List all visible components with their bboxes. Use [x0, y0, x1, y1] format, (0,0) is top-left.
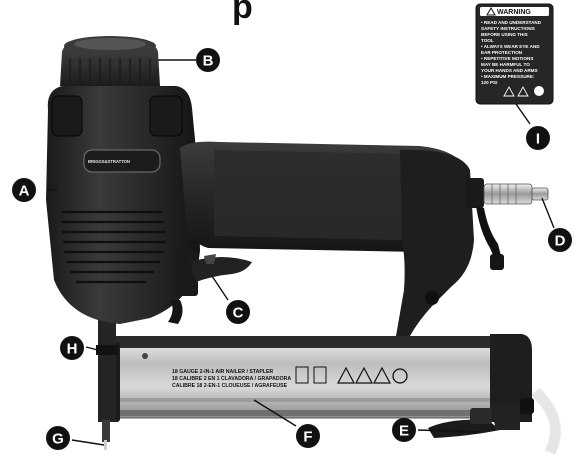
- warning-line-6: EAR PROTECTION: [481, 50, 523, 55]
- callout-a: A: [12, 178, 36, 202]
- trigger: [168, 250, 252, 324]
- warning-triangle-icon: [503, 86, 515, 97]
- callout-h-label: H: [67, 341, 78, 358]
- certification-icon: [392, 368, 408, 384]
- callout-b-label: B: [203, 53, 214, 70]
- callout-c: C: [226, 300, 250, 324]
- callout-d: D: [548, 228, 572, 252]
- callout-e-label: E: [399, 423, 409, 440]
- callout-i-label: I: [536, 131, 540, 148]
- warning-line-2: SAFETY INSTRUCTIONS: [481, 26, 535, 31]
- magazine-label-line-3: CALIBRE 18 2-EN-1 CLOUEUSE / AGRAFEUSE: [172, 383, 288, 389]
- warning-triangle-icon: [355, 366, 373, 384]
- warning-label: WARNING • READ AND UNDERSTAND SAFETY INS…: [475, 3, 554, 105]
- warning-heading: WARNING: [497, 9, 531, 16]
- callout-i: I: [526, 126, 550, 150]
- callout-c-label: C: [233, 305, 244, 322]
- air-fitting: [466, 178, 549, 270]
- certification-icon: [534, 86, 544, 96]
- title-fragment: p: [232, 0, 253, 26]
- warning-line-10: • MAXIMUM PRESSURE:: [481, 74, 535, 79]
- warning-line-7: • REPETITIVE MOTIONS: [481, 56, 533, 61]
- warning-line-1: • READ AND UNDERSTAND: [481, 20, 542, 25]
- callout-e: E: [392, 418, 416, 442]
- magazine: [98, 334, 534, 422]
- warning-triangle-icon: [373, 366, 391, 384]
- warning-line-4: TOOL: [481, 38, 494, 43]
- tool-body: BRIGGS&STRATTON: [46, 86, 200, 324]
- warning-triangle-icon: [486, 6, 496, 16]
- magazine-latch: [428, 404, 520, 438]
- magazine-label-line-1: 18 GAUGE 2-IN-1 AIR NAILER / STAPLER: [172, 369, 273, 375]
- callout-g-label: G: [52, 431, 64, 448]
- exhaust-cap: [60, 36, 160, 86]
- handle-grip: [180, 141, 474, 336]
- watermark-mark: [530, 388, 561, 455]
- warning-line-9: YOUR HANDS AND ARMS: [481, 68, 538, 73]
- warning-line-5: • ALWAYS WEAR EYE AND: [481, 44, 540, 49]
- brand-logo-text: BRIGGS&STRATTON: [88, 159, 130, 164]
- callout-g: G: [46, 426, 70, 450]
- warning-triangle-icon: [337, 366, 355, 384]
- callout-h: H: [60, 336, 84, 360]
- callout-a-label: A: [19, 183, 30, 200]
- warning-triangle-icon: [517, 86, 529, 97]
- callout-d-label: D: [555, 233, 566, 250]
- callout-f: F: [296, 424, 320, 448]
- callout-f-label: F: [303, 429, 312, 446]
- warning-line-3: BEFORE USING THIS: [481, 32, 528, 37]
- callout-b: B: [196, 48, 220, 72]
- warning-line-11: 120 PSI: [481, 80, 497, 85]
- nosepiece: [96, 310, 118, 450]
- warning-line-8: MAY BE HARMFUL TO: [481, 62, 530, 67]
- magazine-label: 18 GAUGE 2-IN-1 AIR NAILER / STAPLER 18 …: [172, 366, 408, 389]
- leader-lines: [48, 59, 555, 446]
- magazine-label-line-2: 18 CALIBRE 2 EN 1 CLAVADORA / GRAPADORA: [172, 376, 291, 382]
